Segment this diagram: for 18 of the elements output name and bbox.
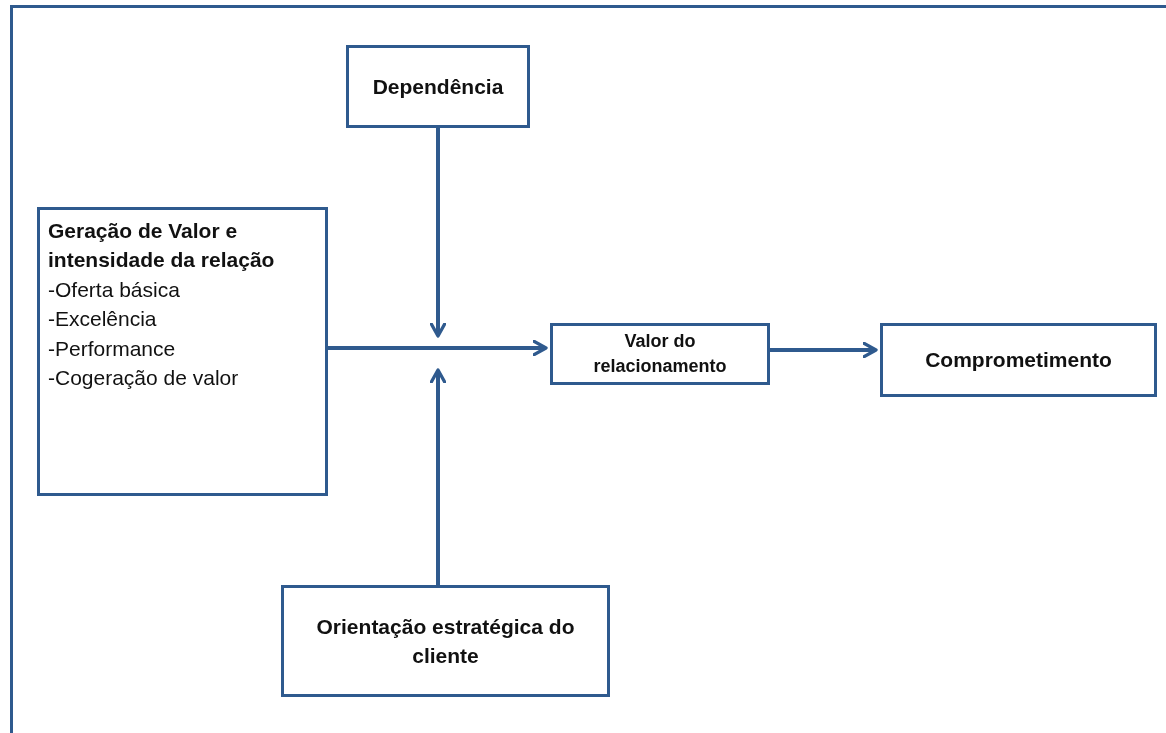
process-box xyxy=(281,585,610,697)
process-box xyxy=(37,207,328,496)
arrow xyxy=(429,128,447,338)
list-item: -Performance xyxy=(48,335,176,362)
list-item: -Cogeração de valor xyxy=(48,364,239,391)
list-item: -Oferta básica xyxy=(48,276,180,303)
arrow xyxy=(429,368,447,585)
list-item: -Excelência xyxy=(48,306,157,333)
process-box xyxy=(550,323,770,385)
box-title: Valor do relacionamento xyxy=(592,329,728,378)
box-title: Comprometimento xyxy=(925,347,1112,374)
box-title: Geração de Valor e intensidade da relação xyxy=(48,218,276,274)
arrow xyxy=(770,341,878,359)
box-title: Dependência xyxy=(372,73,504,100)
process-box xyxy=(346,45,530,128)
process-box xyxy=(880,323,1157,397)
arrow xyxy=(328,339,548,357)
box-title: Orientação estratégica do cliente xyxy=(315,613,576,669)
